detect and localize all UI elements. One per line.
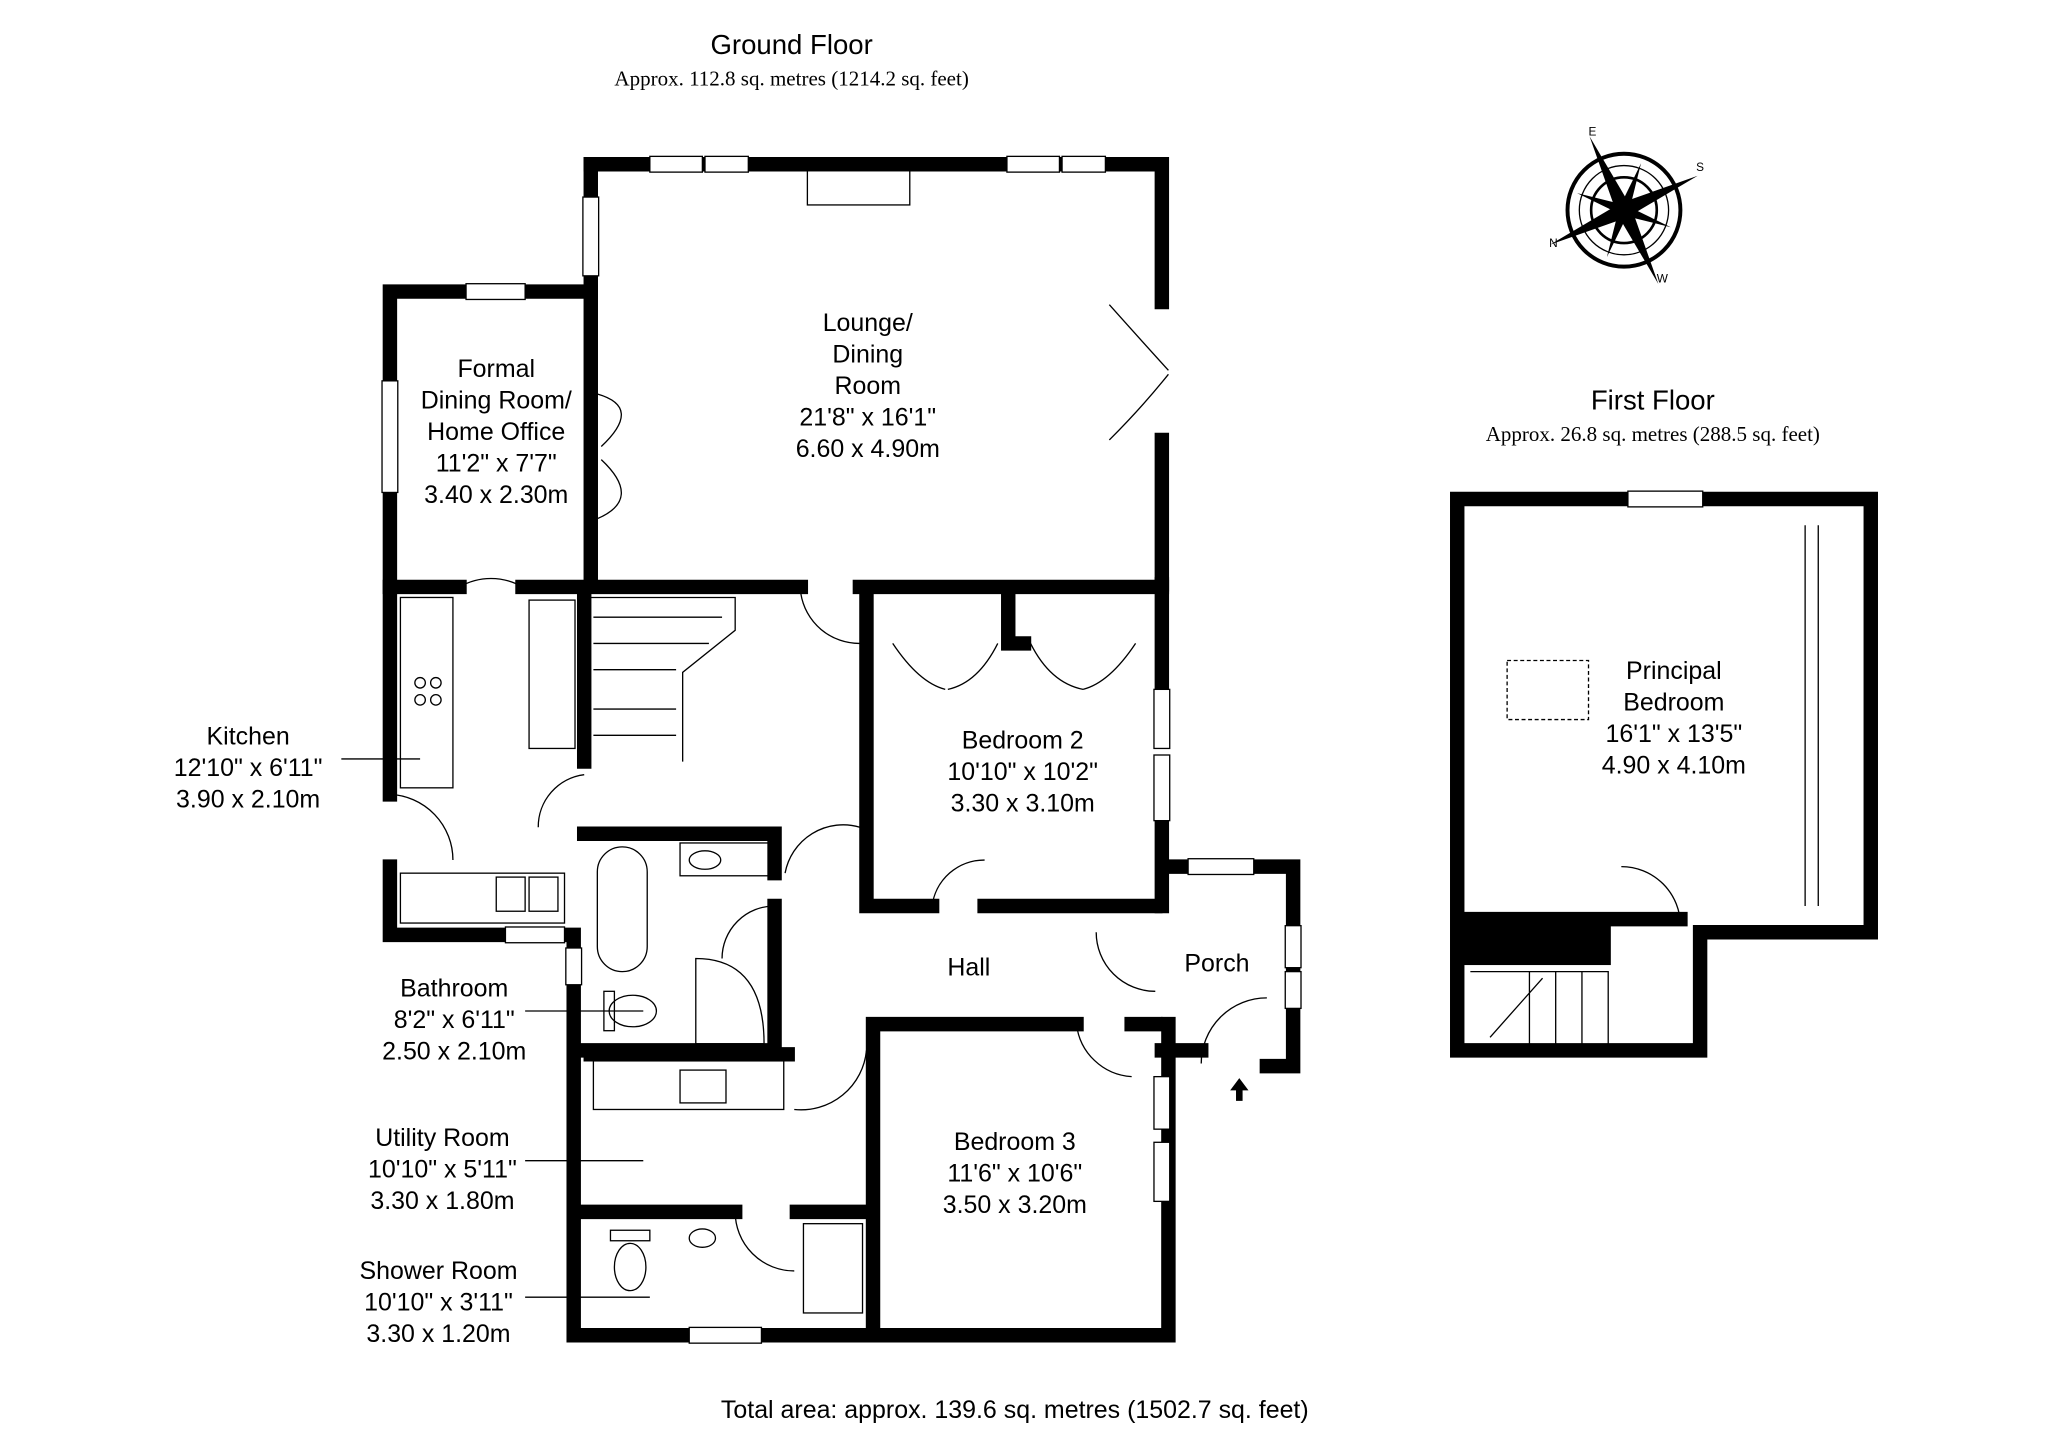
- room-size-imperial: 8'2" x 6'11": [394, 1006, 515, 1034]
- compass-s: S: [1696, 160, 1704, 174]
- room-size-metric: 4.90 x 4.10m: [1602, 751, 1746, 779]
- room-hall: Hall: [947, 954, 990, 982]
- room-bedroom-3: Bedroom 3 11'6" x 10'6" 3.50 x 3.20m: [943, 1128, 1087, 1219]
- room-size-metric: 3.30 x 3.10m: [951, 789, 1095, 817]
- room-size-imperial: 21'8" x 16'1": [799, 403, 936, 431]
- windows: [381, 155, 1302, 1344]
- room-name: Utility Room: [375, 1124, 509, 1152]
- compass-icon: E S N W: [1549, 124, 1704, 285]
- room-formal-dining: Formal Dining Room/ Home Office 11'2" x …: [421, 355, 572, 509]
- first-floor-walls: [1450, 490, 1878, 1058]
- room-size-metric: 2.50 x 2.10m: [382, 1038, 526, 1066]
- room-principal-bedroom: Principal Bedroom 16'1" x 13'5" 4.90 x 4…: [1602, 657, 1746, 780]
- room-kitchen: Kitchen 12'10" x 6'11" 3.90 x 2.10m: [174, 723, 421, 814]
- room-name: Bedroom 2: [962, 726, 1084, 754]
- room-shower: Shower Room 10'10" x 3'11" 3.30 x 1.20m: [359, 1257, 650, 1348]
- ground-floor-title: Ground Floor: [710, 29, 872, 60]
- room-utility: Utility Room 10'10" x 5'11" 3.30 x 1.80m: [368, 1124, 644, 1215]
- total-area: Total area: approx. 139.6 sq. metres (15…: [721, 1396, 1309, 1424]
- doors-and-fittings: [389, 304, 1267, 1314]
- room-size-imperial: 11'6" x 10'6": [947, 1160, 1082, 1188]
- room-name: Shower Room: [359, 1257, 517, 1285]
- room-size-imperial: 10'10" x 5'11": [368, 1156, 517, 1184]
- room-size-imperial: 12'10" x 6'11": [174, 754, 323, 782]
- room-size-metric: 3.30 x 1.20m: [366, 1320, 510, 1348]
- room-name: Dining: [832, 340, 903, 368]
- room-name: Bedroom: [1623, 688, 1724, 716]
- room-name: Bedroom 3: [954, 1128, 1076, 1156]
- room-name: Lounge/: [823, 309, 913, 337]
- room-size-imperial: 10'10" x 10'2": [947, 758, 1098, 786]
- room-size-imperial: 10'10" x 3'11": [364, 1288, 513, 1316]
- room-size-metric: 3.30 x 1.80m: [370, 1187, 514, 1215]
- room-porch: Porch: [1184, 950, 1249, 978]
- first-floor-title: First Floor: [1591, 385, 1715, 416]
- room-name: Bathroom: [400, 975, 508, 1003]
- first-floor-area: Approx. 26.8 sq. metres (288.5 sq. feet): [1486, 422, 1820, 446]
- room-name: Home Office: [427, 418, 565, 446]
- room-size-metric: 3.40 x 2.30m: [424, 481, 568, 509]
- room-size-imperial: 16'1" x 13'5": [1605, 720, 1742, 748]
- ground-floor-area: Approx. 112.8 sq. metres (1214.2 sq. fee…: [614, 66, 968, 90]
- room-bedroom-2: Bedroom 2 10'10" x 10'2" 3.30 x 3.10m: [947, 726, 1098, 817]
- room-size-metric: 6.60 x 4.90m: [796, 435, 940, 463]
- room-size-imperial: 11'2" x 7'7": [436, 449, 557, 477]
- room-name: Dining Room/: [421, 386, 572, 414]
- room-size-metric: 3.50 x 3.20m: [943, 1191, 1087, 1219]
- room-name: Kitchen: [207, 723, 290, 751]
- room-lounge: Lounge/ Dining Room 21'8" x 16'1" 6.60 x…: [796, 309, 940, 463]
- room-bathroom: Bathroom 8'2" x 6'11" 2.50 x 2.10m: [382, 975, 644, 1066]
- room-name: Principal: [1626, 657, 1722, 685]
- room-name: Room: [835, 372, 902, 400]
- room-name: Formal: [457, 355, 535, 383]
- compass-n: N: [1549, 236, 1558, 250]
- compass-w: W: [1657, 271, 1669, 285]
- compass-e: E: [1589, 124, 1597, 138]
- room-size-metric: 3.90 x 2.10m: [176, 786, 320, 814]
